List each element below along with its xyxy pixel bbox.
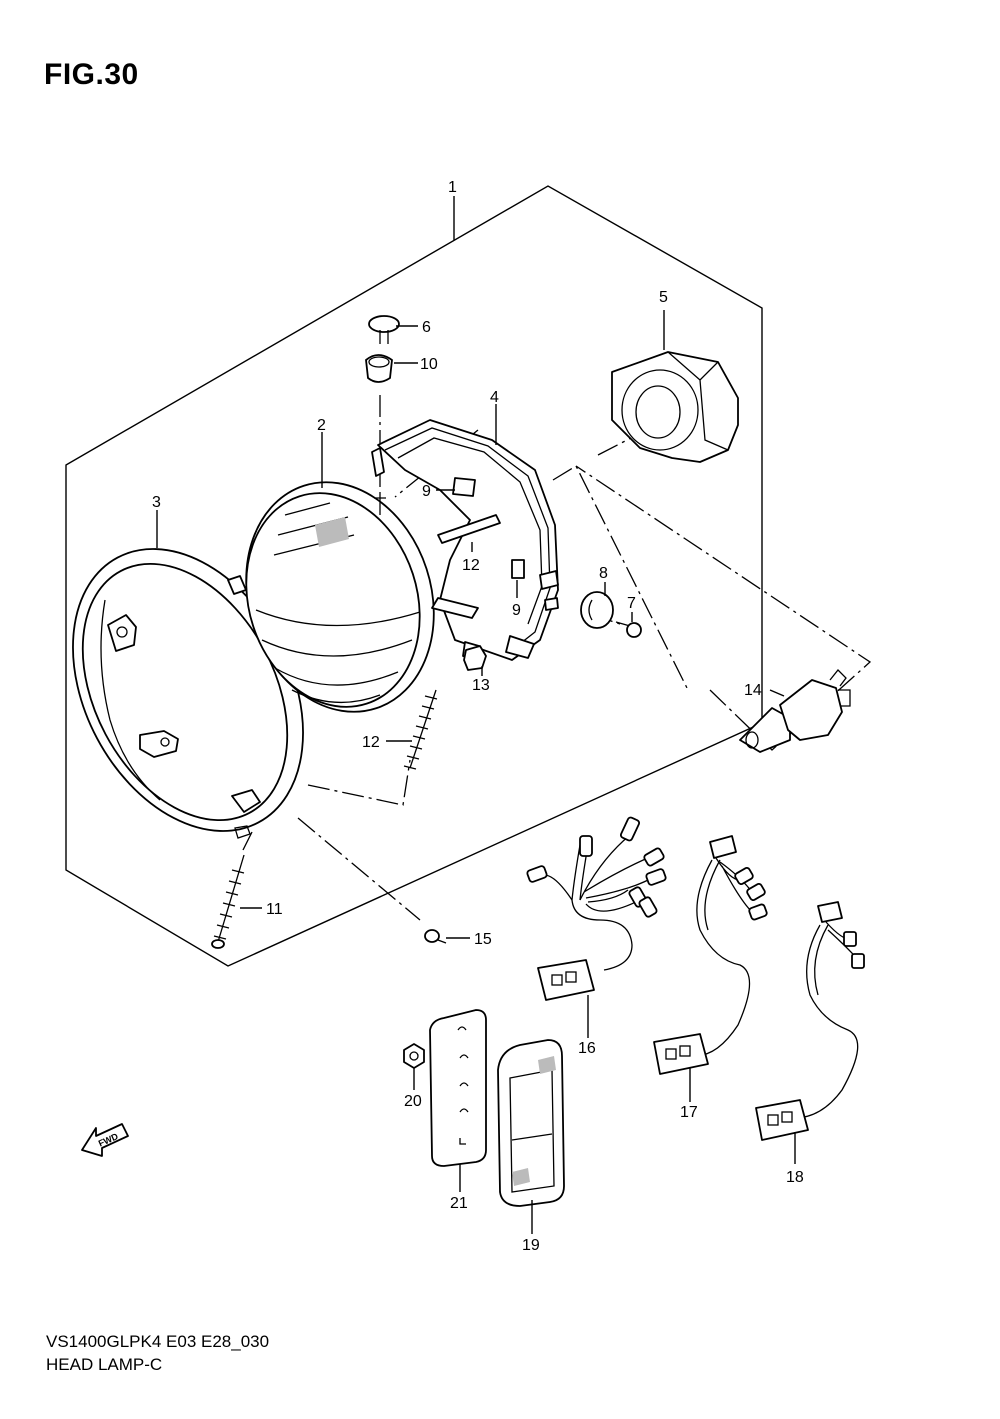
diagram-footer: VS1400GLPK4 E03 E28_030 HEAD LAMP-C — [46, 1330, 269, 1376]
callout-8: 8 — [599, 565, 608, 582]
callout-13: 13 — [472, 677, 490, 694]
part-headlamp-unit — [227, 481, 435, 713]
callout-numbers: 1 2 3 4 5 6 7 8 9 9 10 11 12 12 13 14 15… — [152, 179, 804, 1254]
callout-15: 15 — [474, 931, 492, 948]
part-socket-cover — [611, 351, 739, 463]
part-reflector-19 — [497, 1039, 565, 1207]
part-screw-11 — [211, 854, 245, 949]
callout-14: 14 — [744, 682, 762, 699]
callout-4: 4 — [490, 389, 499, 406]
callout-7: 7 — [627, 595, 636, 612]
callout-3: 3 — [152, 494, 161, 511]
callout-9a: 9 — [422, 483, 431, 500]
part-bulb-14 — [739, 669, 851, 753]
part-nut-13 — [463, 645, 487, 671]
model-code: VS1400GLPK4 E03 E28_030 — [46, 1332, 270, 1351]
callout-9b: 9 — [512, 602, 521, 619]
callout-21: 21 — [450, 1195, 468, 1212]
part-gasket-21 — [429, 1009, 487, 1167]
part-rim — [72, 548, 304, 839]
part-screw-15 — [424, 929, 447, 944]
part-harness-16 — [526, 816, 667, 1001]
part-grommet-10 — [365, 354, 393, 383]
part-harness-18 — [755, 901, 865, 1141]
part-harness-17 — [653, 835, 768, 1075]
callout-6: 6 — [422, 319, 431, 336]
callout-leaders — [156, 196, 796, 1234]
callout-20: 20 — [404, 1093, 422, 1110]
fwd-arrow: FWD — [81, 1123, 129, 1157]
callout-16: 16 — [578, 1040, 596, 1057]
callout-12a: 12 — [462, 557, 480, 574]
part-spring-12 — [403, 689, 438, 770]
callout-11: 11 — [266, 901, 283, 918]
callout-2: 2 — [317, 417, 326, 434]
figure-title: FIG.30 — [44, 58, 139, 91]
callout-12b: 12 — [362, 734, 380, 751]
part-screw-6 — [368, 315, 400, 344]
part-nut-20 — [403, 1043, 425, 1069]
callout-19: 19 — [522, 1237, 540, 1254]
section-name: HEAD LAMP-C — [46, 1355, 163, 1374]
callout-17: 17 — [680, 1104, 698, 1121]
part-grommet-8 — [580, 591, 614, 629]
part-screw-7 — [615, 621, 642, 638]
callout-5: 5 — [659, 289, 668, 306]
callout-10: 10 — [420, 356, 438, 373]
callout-1: 1 — [448, 179, 457, 196]
callout-18: 18 — [786, 1169, 804, 1186]
part-housing-bracket — [371, 419, 559, 661]
